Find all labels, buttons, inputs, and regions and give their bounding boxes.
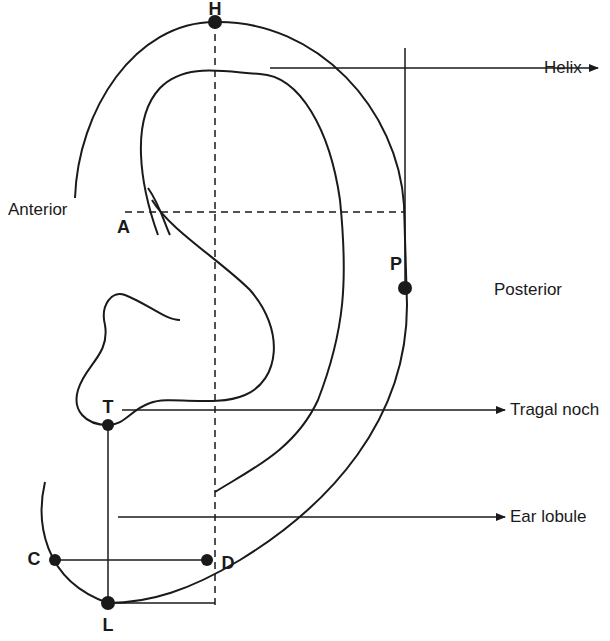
- point-letter: L: [103, 616, 114, 636]
- point-dot: [102, 419, 114, 431]
- point-dot: [49, 554, 61, 566]
- point-letter: C: [28, 550, 41, 570]
- lobule-leader: [118, 516, 505, 518]
- point-letter: D: [222, 554, 235, 574]
- tl-line: [107, 425, 109, 603]
- concha-outline: [77, 200, 274, 425]
- point-letter: P: [390, 255, 402, 275]
- antihelix-outline: [141, 70, 344, 492]
- lobule-outline: [42, 482, 108, 603]
- horizontal-axis: [125, 211, 405, 213]
- point-letter: H: [209, 0, 222, 20]
- tragal-leader: [122, 409, 505, 411]
- part-name: Ear lobule: [510, 508, 587, 527]
- point-dot: [101, 596, 115, 610]
- point-dot: [201, 554, 213, 566]
- point-letter: T: [103, 398, 114, 418]
- part-name: Tragal noch: [510, 401, 599, 420]
- point-dot: [398, 281, 412, 295]
- helix-outline: [75, 22, 407, 603]
- point-letter: A: [117, 218, 130, 238]
- cd-line: [55, 559, 207, 561]
- posterior-line: [404, 48, 406, 290]
- direction-label: Posterior: [494, 281, 562, 300]
- part-name: Helix: [544, 59, 582, 78]
- direction-label: Anterior: [8, 201, 68, 220]
- l-line: [108, 602, 215, 604]
